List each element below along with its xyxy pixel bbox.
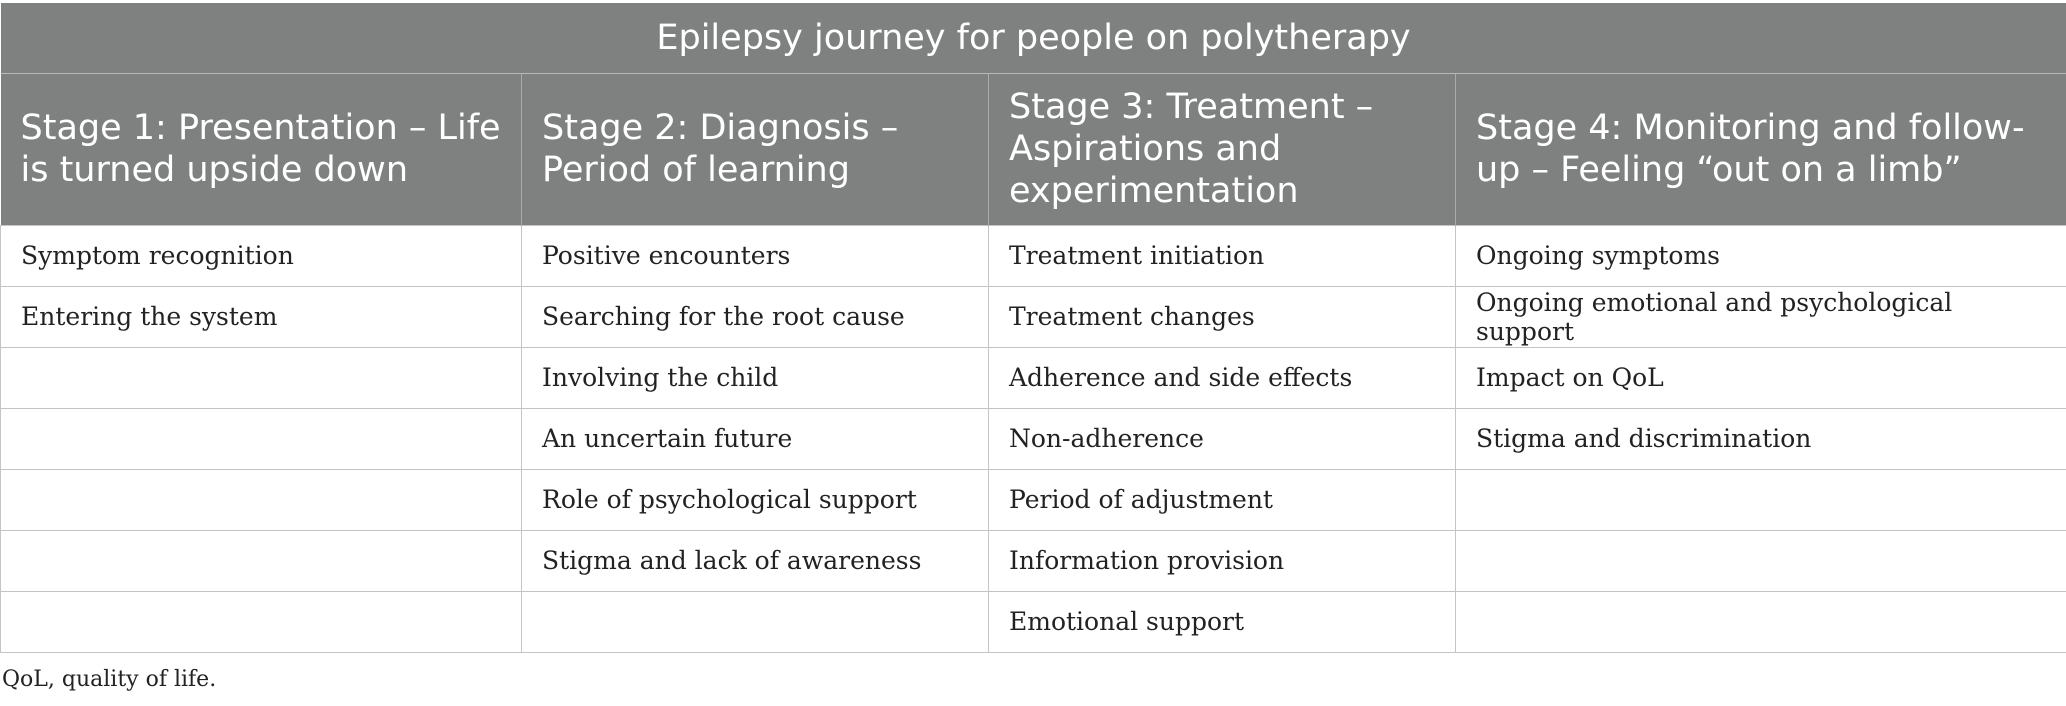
table-row: Involving the child Adherence and side e…	[0, 346, 2066, 409]
stage-1-cell	[0, 407, 522, 470]
stage-2-cell: Searching for the root cause	[521, 285, 989, 348]
stage-3-cell: Adherence and side effects	[988, 346, 1456, 409]
stage-3-header: Stage 3: Treatment – Aspirations and exp…	[988, 73, 1456, 225]
stage-1-cell	[0, 346, 522, 409]
stage-3-cell: Non-adherence	[988, 407, 1456, 470]
stage-1-cell: Symptom recognition	[0, 224, 522, 287]
stage-2-cell	[521, 590, 989, 653]
stage-2-cell: Stigma and lack of awareness	[521, 529, 989, 592]
stage-3-cell: Treatment initiation	[988, 224, 1456, 287]
title-row: Epilepsy journey for people on polythera…	[0, 3, 2066, 74]
stage-3-cell: Treatment changes	[988, 285, 1456, 348]
stage-3-cell: Information provision	[988, 529, 1456, 592]
stage-1-header: Stage 1: Presentation – Life is turned u…	[0, 73, 522, 225]
stage-2-cell: Involving the child	[521, 346, 989, 409]
stage-1-cell	[0, 468, 522, 531]
journey-table: Epilepsy journey for people on polythera…	[0, 3, 2066, 653]
journey-table-container: Epilepsy journey for people on polythera…	[0, 3, 2066, 692]
stage-4-cell: Ongoing symptoms	[1454, 224, 2066, 287]
stage-4-cell	[1454, 590, 2066, 653]
stage-4-cell: Impact on QoL	[1454, 346, 2066, 409]
stage-2-cell: Role of psychological support	[521, 468, 989, 531]
stage-header-row: Stage 1: Presentation – Life is turned u…	[0, 73, 2066, 225]
stage-1-cell: Entering the system	[0, 285, 522, 348]
table-row: Emotional support	[0, 590, 2066, 653]
stage-4-header: Stage 4: Monitoring and follow-up – Feel…	[1454, 73, 2066, 225]
table-title: Epilepsy journey for people on polythera…	[0, 3, 2066, 74]
stage-4-cell: Ongoing emotional and psychological supp…	[1454, 285, 2066, 348]
stage-4-cell	[1454, 468, 2066, 531]
stage-4-cell	[1454, 529, 2066, 592]
table-row: Stigma and lack of awareness Information…	[0, 529, 2066, 592]
stage-2-cell: An uncertain future	[521, 407, 989, 470]
table-row: Role of psychological support Period of …	[0, 468, 2066, 531]
stage-1-cell	[0, 529, 522, 592]
stage-3-cell: Emotional support	[988, 590, 1456, 653]
stage-4-cell: Stigma and discrimination	[1454, 407, 2066, 470]
table-row: Symptom recognition Positive encounters …	[0, 224, 2066, 287]
stage-2-cell: Positive encounters	[521, 224, 989, 287]
stage-3-cell: Period of adjustment	[988, 468, 1456, 531]
stage-1-cell	[0, 590, 522, 653]
stage-2-header: Stage 2: Diagnosis – Period of learning	[521, 73, 989, 225]
table-footnote: QoL, quality of life.	[2, 666, 217, 692]
table-row: Entering the system Searching for the ro…	[0, 285, 2066, 348]
table-row: An uncertain future Non-adherence Stigma…	[0, 407, 2066, 470]
